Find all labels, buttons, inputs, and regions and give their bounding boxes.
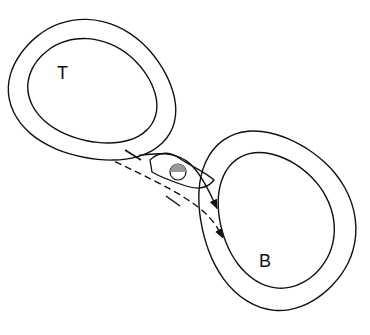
cell-nucleus	[196, 131, 355, 305]
cell: T	[5, 12, 180, 172]
receptor-bar	[166, 196, 180, 206]
cell-outline	[5, 12, 180, 172]
cell-outline	[195, 120, 355, 320]
cell-membrane	[168, 101, 370, 332]
cell: B	[195, 120, 355, 320]
cell-nucleus	[15, 22, 174, 161]
ligand-shading	[170, 164, 186, 172]
cell-junction	[150, 153, 214, 188]
ligand-molecule	[170, 164, 186, 180]
cell-label: B	[259, 252, 271, 270]
signal-arrow	[115, 162, 223, 238]
cell-membrane	[0, 0, 199, 184]
cell-label: T	[57, 64, 68, 82]
